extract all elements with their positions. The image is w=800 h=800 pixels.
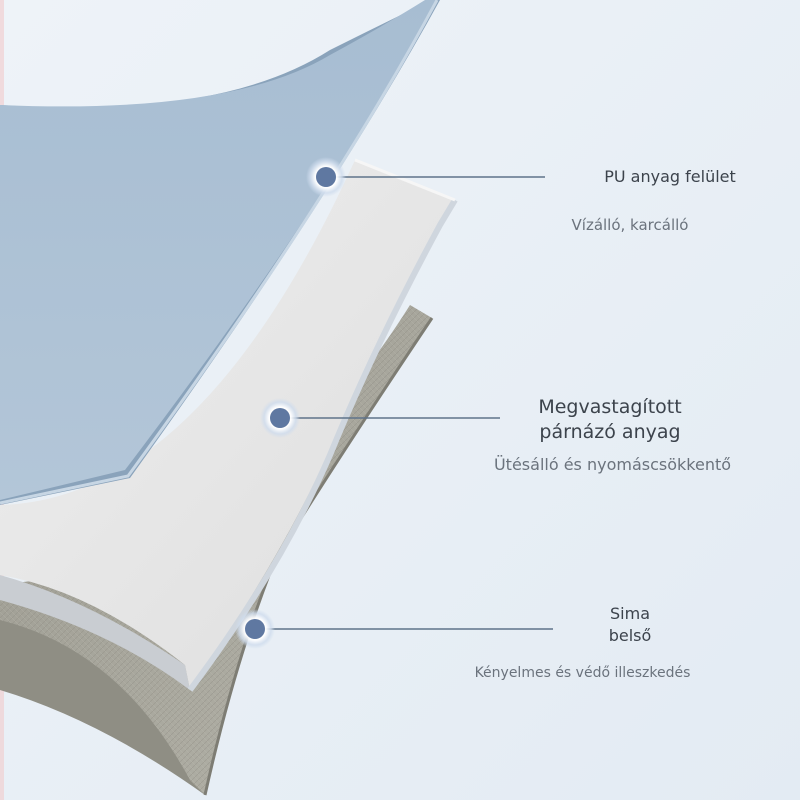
foam-layer-title-line2: párnázó anyag xyxy=(539,421,681,443)
lining-layer-title-line1: Sima xyxy=(610,604,650,623)
lining-layer-title: Sima belső xyxy=(590,603,670,647)
marker-pu xyxy=(306,157,346,197)
foam-layer-subtitle: Ütésálló és nyomáscsökkentő xyxy=(493,455,732,474)
marker-foam xyxy=(260,398,300,438)
lining-layer-subtitle: Kényelmes és védő illeszkedés xyxy=(474,665,691,681)
pu-layer-title: PU anyag felület xyxy=(604,167,736,186)
foam-layer-title: Megvastagított párnázó anyag xyxy=(510,395,710,445)
marker-lining xyxy=(235,609,275,649)
foam-layer-title-line1: Megvastagított xyxy=(538,396,682,418)
pu-layer xyxy=(0,0,440,505)
lining-layer-title-line2: belső xyxy=(608,626,652,645)
pu-layer-subtitle: Vízálló, karcálló xyxy=(571,216,689,234)
